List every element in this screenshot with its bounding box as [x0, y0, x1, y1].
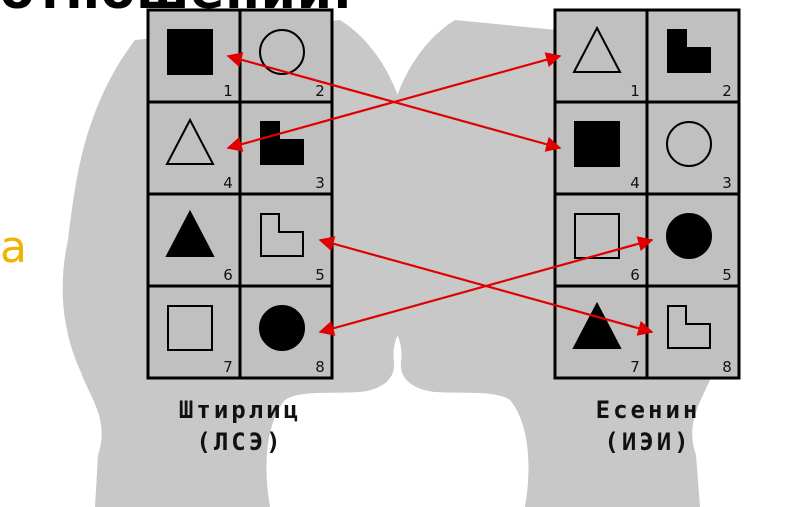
right-person-name: Есенин — [595, 396, 701, 424]
right-person-type: (ИЭИ) — [604, 428, 692, 456]
arrow-left-4-right-1 — [226, 52, 562, 152]
cell-number: 7 — [630, 358, 640, 376]
cell-number: 2 — [315, 82, 325, 100]
left-caption: Штирлиц (ЛСЭ) — [120, 394, 360, 458]
filled-circle-icon — [259, 305, 305, 351]
cell-number: 4 — [223, 174, 233, 192]
filled-triangle-icon — [165, 209, 215, 257]
cell-number: 3 — [315, 174, 325, 192]
filled-square-icon — [574, 121, 620, 167]
cell-number: 7 — [223, 358, 233, 376]
side-text-fragment: а — [0, 222, 27, 273]
left-cell-4: 4 — [146, 100, 242, 196]
right-cell-3: 3 — [645, 100, 741, 196]
right-cell-5: 5 — [645, 192, 741, 288]
left-function-grid: 1 2 4 3 6 5 7 8 — [146, 8, 334, 380]
cell-number: 6 — [223, 266, 233, 284]
arrow-left-8-right-5 — [318, 236, 654, 336]
outline-triangle-icon — [165, 117, 215, 165]
right-function-grid: 1 2 4 3 6 5 7 8 — [553, 8, 741, 380]
cell-number: 8 — [315, 358, 325, 376]
left-person-name: Штирлиц — [178, 396, 302, 424]
left-cell-5: 5 — [238, 192, 334, 288]
right-cell-8: 8 — [645, 284, 741, 380]
cell-background — [238, 192, 334, 288]
title-fragment: отношений. — [0, 0, 353, 20]
cell-number: 3 — [722, 174, 732, 192]
cell-number: 5 — [315, 266, 325, 284]
left-cell-2: 2 — [238, 8, 334, 104]
filled-square-icon — [167, 29, 213, 75]
left-cell-1: 1 — [146, 8, 242, 104]
left-cell-3: 3 — [238, 100, 334, 196]
cell-number: 2 — [722, 82, 732, 100]
right-cell-1: 1 — [553, 8, 649, 104]
cell-number: 1 — [630, 82, 640, 100]
cell-number: 5 — [722, 266, 732, 284]
outline-l-shape-icon — [260, 213, 304, 257]
cell-number: 1 — [223, 82, 233, 100]
right-caption: Есенин (ИЭИ) — [528, 394, 768, 458]
relation-arrows — [226, 52, 654, 336]
outline-l-shape-icon — [667, 305, 711, 349]
cell-background — [645, 100, 741, 196]
cell-number: 6 — [630, 266, 640, 284]
right-cell-6: 6 — [553, 192, 649, 288]
right-cell-4: 4 — [553, 100, 649, 196]
filled-l-shape-icon — [667, 29, 711, 73]
left-cell-7: 7 — [146, 284, 242, 380]
filled-circle-icon — [666, 213, 712, 259]
cell-number: 4 — [630, 174, 640, 192]
left-cell-8: 8 — [238, 284, 334, 380]
left-person-type: (ЛСЭ) — [196, 428, 284, 456]
outline-square-icon — [167, 305, 213, 351]
cell-number: 8 — [722, 358, 732, 376]
right-cell-2: 2 — [645, 8, 741, 104]
left-cell-6: 6 — [146, 192, 242, 288]
right-cell-7: 7 — [553, 284, 649, 380]
outline-triangle-icon — [572, 25, 622, 73]
outline-circle-icon — [666, 121, 712, 167]
